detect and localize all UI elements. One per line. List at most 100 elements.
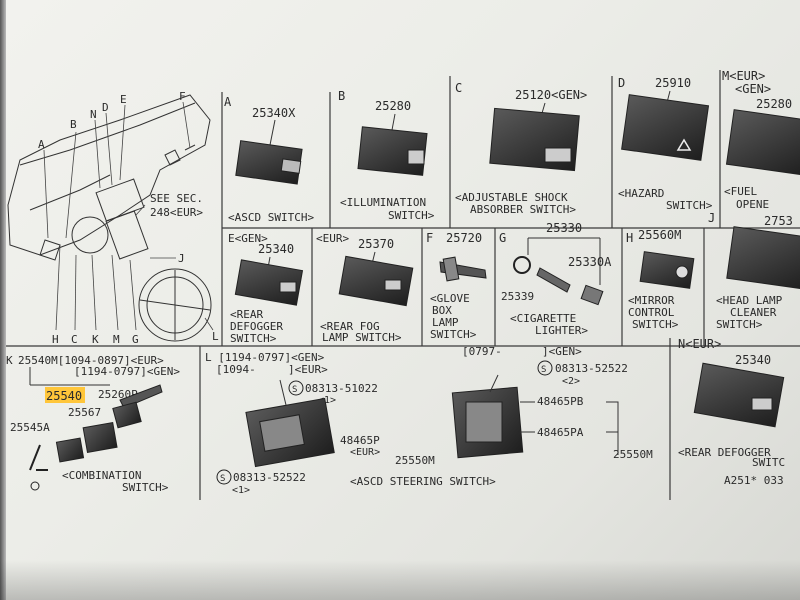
section-j-name-2: CLEANER (730, 306, 777, 319)
section-k: K 25540M[1094-0897]<EUR> [1194-0797]<GEN… (6, 354, 180, 494)
section-f-name-4: SWITCH> (430, 328, 477, 341)
section-l-gen-qty: <2> (562, 376, 580, 387)
section-j-name-1: <HEAD LAMP (716, 294, 783, 307)
section-m-name-1: <FUEL (724, 185, 757, 198)
section-c-name-2: ABSORBER SWITCH> (470, 203, 576, 216)
section-m-letter: M<EUR> (722, 69, 765, 83)
section-n-letter: N<EUR> (678, 337, 721, 351)
section-e: E<GEN> 25340 <REAR DEFOGGER SWITCH> (228, 232, 304, 345)
section-c: C 25120<GEN> <ADJUSTABLE SHOCK ABSORBER … (455, 81, 587, 216)
section-a-name: <ASCD SWITCH> (228, 211, 314, 224)
section-n-name-2: SWITC (752, 456, 785, 469)
section-g-name-2: LIGHTER> (535, 324, 588, 337)
section-n-part: 25340 (735, 353, 771, 367)
section-f-name-1: <GLOVE (430, 292, 470, 305)
section-l-gen-part-1: 48465PB (537, 395, 584, 408)
section-l-part-1: 48465P (340, 434, 380, 447)
reference-code: A251* 033 (724, 474, 784, 487)
section-g-part-3: 25339 (501, 290, 534, 303)
section-l-header-3: ]<EUR> (288, 363, 328, 376)
section-l-qty-2: <1> (232, 485, 250, 496)
overview-letter-j: J (178, 252, 185, 265)
section-a-letter: A (224, 95, 232, 109)
section-e-part: 25340 (258, 242, 294, 256)
section-l-gen-header-2: ]<GEN> (542, 345, 582, 358)
see-section-note: SEE SEC. (150, 192, 203, 205)
section-d: D 25910 <HAZARD SWITCH> (618, 76, 713, 212)
section-j-part: 2753 (764, 214, 793, 228)
overview-letter-b: B (70, 118, 77, 131)
section-l-part-2: 25550M (395, 454, 435, 467)
overview-letter-e: E (120, 93, 127, 106)
overview-letter-f: F (179, 90, 186, 103)
section-g: G 25330 25330A 25339 <CIGARETTE LIGHTER> (499, 221, 612, 337)
section-k-part-2: 25567 (68, 406, 101, 419)
section-m-variant: <GEN> (735, 82, 771, 96)
section-rear-fog-name-1: <REAR FOG (320, 320, 380, 333)
overview-letter-k: K (92, 333, 99, 346)
section-k-name-2: SWITCH> (122, 481, 169, 494)
section-b-part: 25280 (375, 99, 411, 113)
section-c-part: 25120<GEN> (515, 88, 587, 102)
section-a: A 25340X <ASCD SWITCH> (224, 95, 314, 224)
see-section-ref: 248<EUR> (150, 206, 203, 219)
section-l: L [1194-0797]<GEN> [1094- ]<EUR> S 08313… (205, 351, 496, 496)
section-k-part-hl: 25540 (46, 389, 82, 403)
section-g-part-1: 25330 (546, 221, 582, 235)
section-f: F 25720 <GLOVE BOX LAMP SWITCH> (426, 231, 487, 341)
svg-text:S: S (541, 365, 546, 375)
screen-shadow (0, 560, 800, 600)
section-e-name-2: DEFOGGER (230, 320, 283, 333)
section-b-name-1: <ILLUMINATION (340, 196, 426, 209)
section-rear-fog: <EUR> 25370 <REAR FOG LAMP SWITCH> (316, 232, 414, 344)
section-h: H 25560M <MIRROR CONTROL SWITCH> (626, 228, 695, 331)
section-j-letter: J (708, 211, 715, 225)
section-l-gen-header-1: [0797- (462, 345, 502, 358)
section-l-gen: [0797- ]<GEN> S 08313-52522 <2> 48465PB … (451, 345, 653, 461)
section-e-letter: E<GEN> (228, 232, 268, 245)
section-k-letter: K (6, 354, 13, 367)
section-f-name-3: LAMP (432, 316, 459, 329)
section-e-name-3: SWITCH> (230, 332, 277, 345)
section-m-part: 25280 (756, 97, 792, 111)
section-g-part-2: 25330A (568, 255, 612, 269)
section-c-name-1: <ADJUSTABLE SHOCK (455, 191, 568, 204)
section-d-part: 25910 (655, 76, 691, 90)
overview-letter-h: H (52, 333, 59, 346)
section-k-name-1: <COMBINATION (62, 469, 141, 482)
dashboard-overview: A B N D E F H C K M G L J SEE SEC. 248<E… (7, 90, 219, 346)
section-b-letter: B (338, 89, 345, 103)
section-h-name-2: CONTROL (628, 306, 675, 319)
section-l-part-1b: <EUR> (350, 447, 380, 458)
section-n-name-1: <REAR DEFOGGER (678, 446, 771, 459)
section-l-screw-1: 08313-51022 (305, 382, 378, 395)
section-rear-fog-name-2: LAMP SWITCH> (322, 331, 402, 344)
section-g-name-1: <CIGARETTE (510, 312, 576, 325)
section-h-name-1: <MIRROR (628, 294, 675, 307)
section-k-header-1: 25540M[1094-0897]<EUR> (18, 354, 164, 367)
section-k-header-2: [1194-0797]<GEN> (74, 365, 180, 378)
overview-letter-d: D (102, 101, 109, 114)
section-d-letter: D (618, 76, 625, 90)
section-d-name-2: SWITCH> (666, 199, 713, 212)
section-l-name: <ASCD STEERING SWITCH> (350, 475, 496, 488)
section-l-screw-2: 08313-52522 (233, 471, 306, 484)
section-l-header-1: L [1194-0797]<GEN> (205, 351, 325, 364)
section-l-header-2: [1094- (216, 363, 256, 376)
section-c-letter: C (455, 81, 462, 95)
section-e-name-1: <REAR (230, 308, 263, 321)
section-rear-fog-part: 25370 (358, 237, 394, 251)
section-j: J 2753 <HEAD LAMP CLEANER SWITCH> (708, 211, 800, 331)
overview-letter-m: M (113, 333, 120, 346)
overview-letter-n: N (90, 108, 97, 121)
section-rear-fog-letter: <EUR> (316, 232, 349, 245)
section-j-name-3: SWITCH> (716, 318, 763, 331)
section-b-name-2: SWITCH> (388, 209, 435, 222)
section-f-part: 25720 (446, 231, 482, 245)
section-m: M<EUR> <GEN> 25280 <FUEL OPENE (722, 69, 800, 211)
section-f-name-2: BOX (432, 304, 452, 317)
section-b: B 25280 <ILLUMINATION SWITCH> (338, 89, 435, 222)
section-g-letter: G (499, 231, 506, 245)
